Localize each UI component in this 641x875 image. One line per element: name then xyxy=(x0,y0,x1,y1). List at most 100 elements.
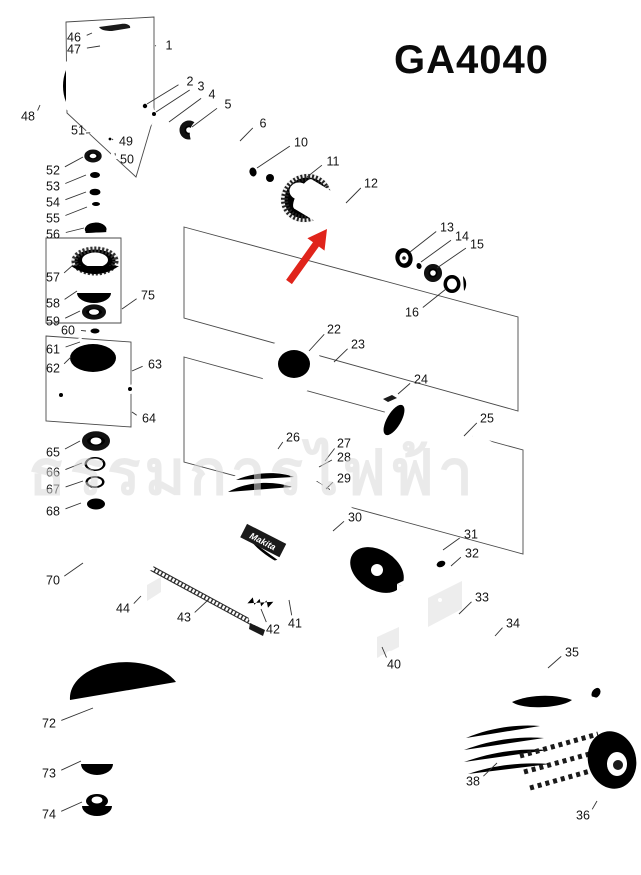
leader-line-2 xyxy=(146,84,179,105)
part-59-bearing xyxy=(80,303,108,321)
leader-line-49 xyxy=(111,138,114,141)
part-label-14: 14 xyxy=(455,230,469,244)
leader-line-27 xyxy=(324,448,335,462)
part-54-washer xyxy=(85,185,105,199)
part-label-3: 3 xyxy=(198,80,205,94)
part-63-bearing-box xyxy=(55,372,137,424)
part-label-63: 63 xyxy=(148,358,162,372)
part-label-55: 55 xyxy=(46,212,60,226)
part-43-shaft-lock-rod xyxy=(146,563,265,639)
leader-line-22 xyxy=(308,333,325,352)
part-label-61: 61 xyxy=(46,343,60,357)
leader-line-56 xyxy=(65,227,85,233)
leader-line-4 xyxy=(168,98,202,123)
part-60-washer xyxy=(86,326,104,336)
part-26-insulation-sheet xyxy=(266,440,303,457)
part-label-52: 52 xyxy=(46,164,60,178)
part-1-gear-housing xyxy=(56,50,155,137)
part-40-switch xyxy=(340,617,399,664)
part-label-53: 53 xyxy=(46,180,60,194)
part-label-22: 22 xyxy=(327,323,341,337)
part-label-70: 70 xyxy=(46,574,60,588)
part-label-31: 31 xyxy=(464,528,478,542)
leader-line-62 xyxy=(63,356,72,365)
part-label-35: 35 xyxy=(565,646,579,660)
part-41-name-plate xyxy=(244,556,322,592)
leader-line-26 xyxy=(277,441,284,450)
part-label-51: 51 xyxy=(71,124,85,138)
part-label-56: 56 xyxy=(46,228,60,242)
part-label-16: 16 xyxy=(405,306,419,320)
leader-line-70 xyxy=(64,562,84,577)
part-70-spindle xyxy=(83,527,108,595)
leader-line-41 xyxy=(288,599,293,616)
part-53-washer xyxy=(86,169,104,181)
leader-line-10 xyxy=(256,145,291,169)
part-label-36: 36 xyxy=(576,809,590,823)
leader-line-12 xyxy=(345,187,362,204)
part-46-lock-lever xyxy=(89,22,134,40)
part-label-24: 24 xyxy=(414,373,428,387)
leader-line-67 xyxy=(65,480,84,488)
part-label-13: 13 xyxy=(440,221,454,235)
part-73-inner-flange xyxy=(81,750,113,775)
part-22-baffle-plate xyxy=(260,338,325,401)
part-49-washer xyxy=(107,136,113,142)
leader-line-13 xyxy=(409,231,437,253)
leader-line-24 xyxy=(397,383,411,395)
leader-line-32 xyxy=(450,556,462,567)
leader-line-57 xyxy=(63,264,74,274)
part-label-1: 1 xyxy=(166,39,173,53)
part-label-30: 30 xyxy=(348,511,362,525)
leader-line-43 xyxy=(194,600,208,613)
leader-line-3 xyxy=(155,89,190,113)
part-label-72: 72 xyxy=(42,717,56,731)
part-label-42: 42 xyxy=(266,623,280,637)
part-23-screw xyxy=(322,359,363,389)
part-label-12: 12 xyxy=(364,177,378,191)
part-label-15: 15 xyxy=(470,238,484,252)
part-67-seal-ring xyxy=(83,474,107,490)
leader-line-15 xyxy=(436,247,467,269)
part-label-25: 25 xyxy=(480,412,494,426)
leader-line-59 xyxy=(65,310,81,319)
leader-line-60 xyxy=(80,329,87,332)
leader-line-47 xyxy=(86,45,101,49)
leader-line-5 xyxy=(191,107,218,128)
leader-line-72 xyxy=(61,707,94,721)
leader-line-33 xyxy=(458,601,472,615)
page-title: GA4040 xyxy=(394,38,549,82)
part-label-4: 4 xyxy=(209,88,216,102)
leader-line-30 xyxy=(332,520,345,532)
leader-line-66 xyxy=(65,462,83,471)
part-50-pin xyxy=(111,144,119,159)
part-label-38: 38 xyxy=(466,775,480,789)
part-label-60: 60 xyxy=(61,324,75,338)
leader-line-16 xyxy=(422,288,447,308)
part-label-29: 29 xyxy=(337,472,351,486)
part-58-clutch-cam xyxy=(77,279,111,303)
leader-line-68 xyxy=(65,502,82,510)
part-label-34: 34 xyxy=(506,617,520,631)
part-48-pin xyxy=(6,91,12,97)
leader-line-55 xyxy=(65,206,88,216)
leader-line-11 xyxy=(306,164,323,178)
part-38-rear-cover xyxy=(460,691,641,811)
part-label-33: 33 xyxy=(475,591,489,605)
leader-line-36 xyxy=(591,800,598,810)
leader-line-40 xyxy=(381,646,387,658)
leader-line-48 xyxy=(37,104,41,111)
part-label-11: 11 xyxy=(327,155,340,169)
part-label-66: 66 xyxy=(46,466,60,480)
leader-line-73 xyxy=(61,760,82,771)
part-label-68: 68 xyxy=(46,505,60,519)
leader-line-61 xyxy=(65,341,81,348)
part-15-bearing xyxy=(423,263,443,283)
leader-line-53 xyxy=(65,174,87,184)
leader-line-34 xyxy=(494,627,503,637)
part-label-26: 26 xyxy=(286,431,300,445)
part-6-bearing-retainer xyxy=(189,112,260,190)
part-33-controller xyxy=(384,567,462,627)
part-label-75: 75 xyxy=(141,289,155,303)
